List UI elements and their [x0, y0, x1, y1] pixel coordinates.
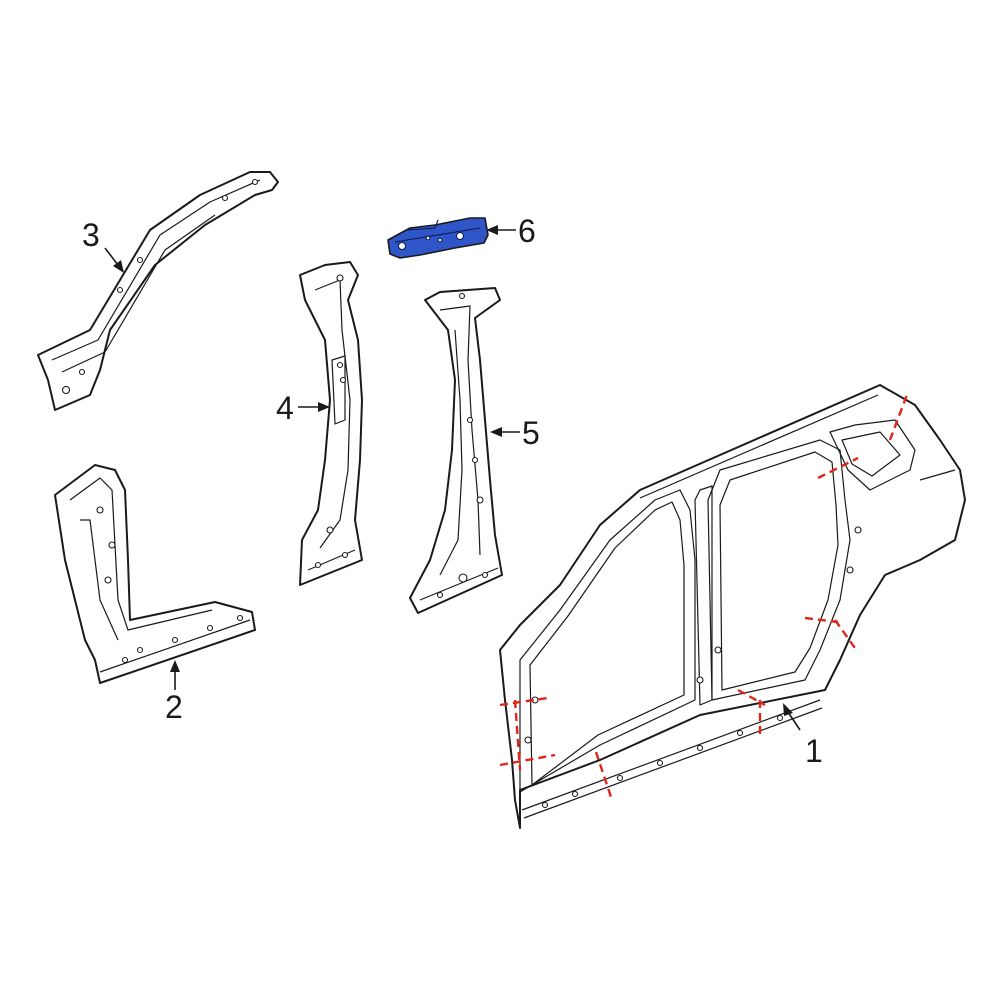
callout-6-group: 6	[486, 213, 536, 249]
part-5-center-pillar-reinforcement[interactable]	[409, 287, 503, 614]
part-3-windshield-pillar[interactable]	[37, 171, 279, 411]
callout-5-label: 5	[522, 415, 540, 451]
callout-6-label: 6	[518, 213, 536, 249]
callout-4-group: 4	[276, 390, 330, 426]
callout-5-group: 5	[490, 415, 540, 451]
part-1-body-side-panel[interactable]	[499, 384, 966, 829]
callout-3-group: 3	[82, 217, 124, 273]
callout-4-label: 4	[276, 390, 294, 426]
part-6-reinforcement-bracket[interactable]	[387, 217, 489, 259]
callout-2-group: 2	[165, 660, 183, 725]
callout-1-group: 1	[783, 703, 823, 769]
part-2-hinge-pillar-rocker[interactable]	[54, 464, 256, 684]
part-4-center-pillar-inner[interactable]	[299, 261, 363, 586]
callout-2-label: 2	[165, 689, 183, 725]
callout-3-label: 3	[82, 217, 100, 253]
callout-1-label: 1	[805, 733, 823, 769]
